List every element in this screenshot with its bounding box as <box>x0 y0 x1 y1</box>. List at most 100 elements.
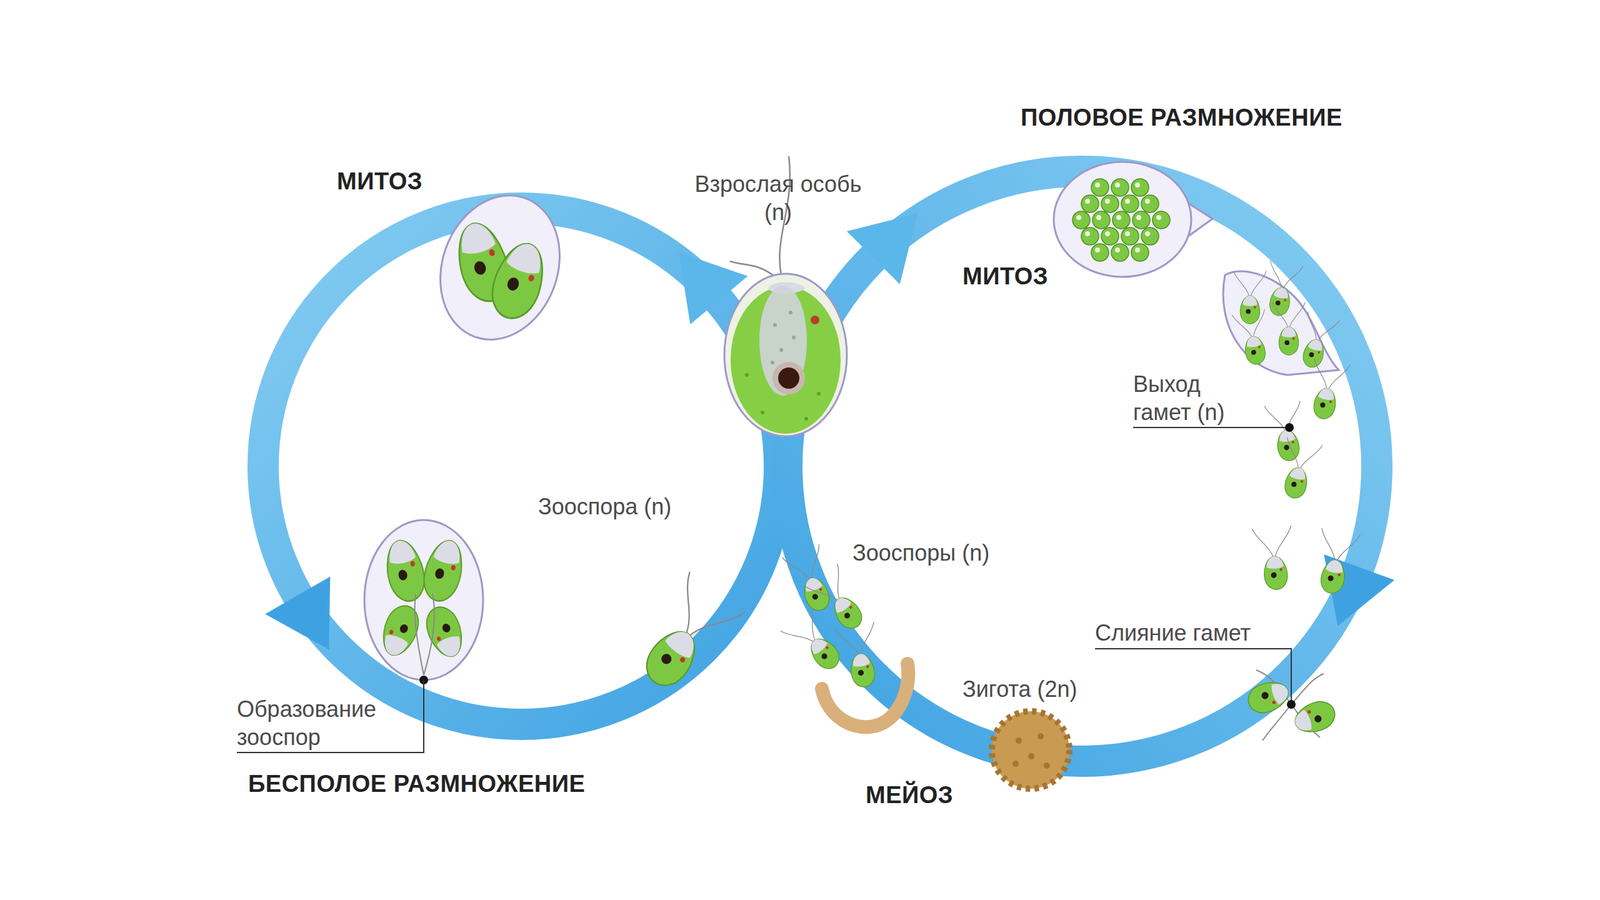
gamete-fusion <box>1244 676 1293 718</box>
stage-label: Взрослая особь (n) <box>687 170 869 227</box>
gamete-release-sac <box>1272 301 1306 355</box>
zoospore <box>626 571 747 702</box>
leader-line <box>1285 423 1294 432</box>
gamete-release-sac <box>1304 358 1350 422</box>
zygote-zoospores <box>805 563 874 638</box>
gamete-formation-capsule <box>1112 211 1130 229</box>
stage-label: Образование зооспор <box>236 695 387 752</box>
zoospore-formation-capsule <box>423 593 435 675</box>
zygote <box>991 711 1070 789</box>
gamete-release-sac <box>1223 260 1350 502</box>
gamete-formation-capsule <box>1101 195 1119 213</box>
adult-cell <box>724 156 847 437</box>
zygote <box>1012 760 1019 767</box>
adult-cell <box>816 391 821 396</box>
zoospore-formation-capsule <box>364 520 484 685</box>
adult-cell <box>759 285 807 396</box>
sexual-cycle-ring <box>846 213 918 285</box>
gamete-release-sac <box>1264 400 1309 464</box>
section-heading: ПОЛОВОЕ РАЗМНОЖЕНИЕ <box>1020 103 1343 133</box>
gamete-fusion <box>1290 696 1339 738</box>
adult-cell <box>730 261 775 277</box>
stage-label: Выход гамет (n) <box>1133 370 1246 427</box>
gamete-formation-capsule <box>1121 195 1139 213</box>
gamete-release-sac <box>1294 311 1340 372</box>
gamete-formation-capsule <box>1111 178 1129 197</box>
section-heading: БЕСПОЛОЕ РАЗМНОЖЕНИЕ <box>248 770 585 799</box>
adult-cell <box>724 273 847 437</box>
gamete-release-sac <box>1261 260 1304 319</box>
dividing-cell-capsule <box>420 178 580 357</box>
leader-line <box>236 680 424 753</box>
zygote <box>1015 737 1022 744</box>
zoospore <box>626 571 747 702</box>
dividing-cell-capsule <box>485 237 553 325</box>
gamete-formation-capsule <box>1091 243 1109 262</box>
adult-cell <box>745 373 749 377</box>
asexual-cycle-ring <box>263 208 780 725</box>
gamete-formation-capsule <box>1101 227 1119 245</box>
adult-cell <box>810 315 820 325</box>
zygote <box>1037 733 1044 740</box>
gamete-formation-capsule <box>1141 227 1159 245</box>
leader-line <box>236 680 424 753</box>
zoospore-formation-capsule <box>364 520 484 680</box>
gametes <box>1252 525 1361 597</box>
adult-cell <box>773 323 777 327</box>
gamete-formation-capsule <box>1081 227 1099 245</box>
adult-cell <box>804 416 809 421</box>
gamete-formation-capsule <box>1053 161 1192 277</box>
zygote-zoospores <box>780 544 909 727</box>
zygote-zoospores <box>782 544 841 617</box>
gamete-formation-capsule <box>1091 178 1109 197</box>
zygote-zoospores <box>835 621 885 690</box>
adult-cell <box>760 410 765 415</box>
adult-cell <box>770 360 775 365</box>
leader-line <box>1095 648 1292 705</box>
adult-cell <box>772 361 805 395</box>
gamete-formation-capsule <box>1081 195 1099 213</box>
asexual-cycle-ring <box>265 576 330 650</box>
gamete-release-sac <box>1233 270 1267 324</box>
zygote-zoospores <box>780 605 850 679</box>
gamete-formation-capsule <box>1053 161 1213 277</box>
adult-cell <box>788 310 793 315</box>
gamete-formation-capsule <box>1072 211 1090 229</box>
adult-cell <box>791 335 796 340</box>
gamete-formation-capsule <box>1131 243 1149 262</box>
gamete-formation-capsule <box>1132 211 1150 229</box>
leader-line <box>1095 648 1296 709</box>
gamete-release-sac <box>1231 309 1274 368</box>
zoospore-formation-capsule <box>421 602 469 662</box>
stage-label: Слияние гамет <box>1095 618 1251 647</box>
asexual-cycle-ring <box>263 208 780 725</box>
process-label: МЕЙОЗ <box>865 781 954 810</box>
gametes <box>1311 528 1361 597</box>
gamete-release-sac <box>1275 437 1324 502</box>
process-label: МИТОЗ <box>336 167 423 197</box>
zygote <box>991 711 1070 789</box>
stage-label: Зооспоры (n) <box>852 538 990 567</box>
adult-cell <box>779 348 784 352</box>
leader-line <box>1286 700 1296 709</box>
zoospore-formation-capsule <box>415 593 424 675</box>
zoospore-formation-capsule <box>418 536 469 605</box>
gamete-formation-capsule <box>1121 227 1139 245</box>
leader-line <box>1133 426 1290 429</box>
process-label: МИТОЗ <box>962 262 1049 292</box>
stage-label: Зооспора (n) <box>538 492 672 521</box>
adult-cell <box>730 286 841 434</box>
gamete-fusion <box>1291 673 1324 705</box>
dividing-cell-capsule <box>420 178 580 357</box>
gamete-formation-capsule <box>1141 195 1159 213</box>
zygote <box>1043 762 1050 769</box>
zoospore-formation-capsule <box>381 536 429 605</box>
gamete-formation-capsule <box>1092 211 1110 229</box>
gamete-formation-capsule <box>1131 178 1149 197</box>
adult-cell <box>778 367 800 389</box>
zygote <box>1028 753 1035 760</box>
stage-label: Зигота (2n) <box>962 675 1078 704</box>
